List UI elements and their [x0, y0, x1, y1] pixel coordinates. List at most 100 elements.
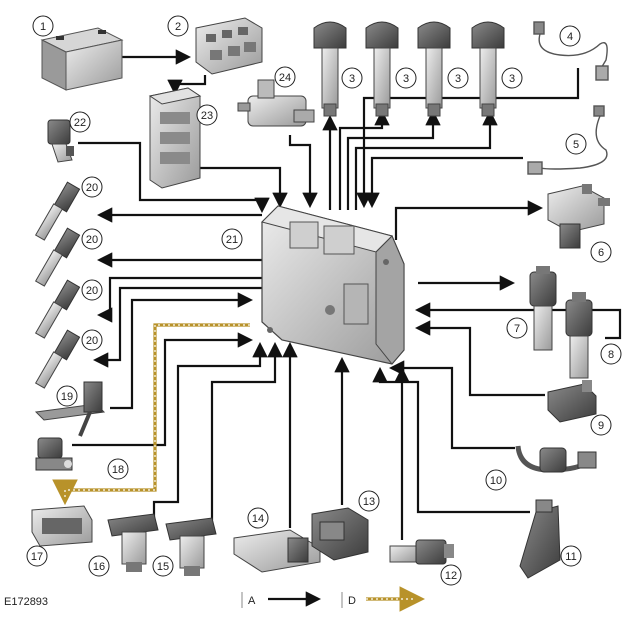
ignition-coil-icon	[313, 21, 505, 117]
callout-circle	[221, 228, 243, 250]
callout-22: 22	[69, 111, 91, 133]
callout-number: 9	[598, 420, 604, 432]
callout-number: 20	[86, 335, 98, 347]
callout-6: 6	[590, 241, 612, 263]
connection-lines	[72, 49, 622, 540]
legend: A D	[241, 586, 426, 612]
callout-circle	[56, 385, 78, 407]
accelerator-pedal-icon	[34, 381, 106, 437]
callout-circle	[341, 67, 363, 89]
callout-5: 5	[565, 133, 587, 155]
callout-3: 3	[395, 67, 417, 89]
callout-number: 3	[349, 73, 355, 85]
oxygen-sensor-icon	[527, 105, 608, 175]
callout-number: 11	[565, 551, 576, 563]
diagnostic-connector-icon	[31, 505, 93, 547]
callout-circle	[501, 67, 523, 89]
callout-number: 22	[74, 117, 86, 129]
callout-11: 11	[560, 545, 582, 567]
callout-circle	[506, 317, 528, 339]
callout-number: 24	[279, 72, 291, 84]
callout-12: 12	[440, 564, 462, 586]
callout-number: 14	[252, 513, 264, 525]
callout-2: 2	[167, 15, 189, 37]
crankshaft-sensor-icon	[35, 437, 73, 471]
control-module-icon	[148, 87, 202, 189]
camshaft-sensor-icon	[165, 517, 217, 576]
oxygen-sensor-icon	[533, 21, 609, 81]
callout-circle	[152, 555, 174, 577]
solenoid-valve-icon	[565, 292, 593, 379]
callout-number: 18	[112, 464, 124, 476]
callout-circle	[559, 25, 581, 47]
callout-7: 7	[506, 317, 528, 339]
callout-number: 5	[573, 139, 579, 151]
coolant-sensor-icon	[389, 539, 454, 565]
callout-1: 1	[32, 15, 54, 37]
callout-8: 8	[600, 343, 622, 365]
callout-24: 24	[274, 66, 296, 88]
callout-circle	[26, 545, 48, 567]
callout-circle	[358, 490, 380, 512]
callout-circle	[81, 176, 103, 198]
callout-16: 16	[88, 555, 110, 577]
pressure-sensor-icon	[547, 380, 597, 423]
callout-number: 10	[490, 475, 502, 487]
knock-sensor-icon	[515, 445, 597, 473]
callout-circle	[88, 555, 110, 577]
callout-circle	[107, 458, 129, 480]
callout-23: 23	[196, 104, 218, 126]
callout-circle	[69, 111, 91, 133]
map-sensor-icon	[311, 507, 369, 561]
callout-circle	[440, 564, 462, 586]
callout-21: 21	[221, 228, 243, 250]
callout-circle	[81, 279, 103, 301]
callout-number: 8	[608, 349, 614, 361]
maf-sensor-icon	[233, 529, 321, 573]
callout-circle	[485, 469, 507, 491]
callout-13: 13	[358, 490, 380, 512]
fuel-injector-icon	[34, 181, 81, 389]
callout-number: 23	[201, 110, 213, 122]
callout-number: 20	[86, 234, 98, 246]
callout-circle	[395, 67, 417, 89]
callout-number: 7	[514, 323, 520, 335]
solenoid-valve-icon	[529, 266, 557, 351]
callout-circle	[196, 104, 218, 126]
callout-circle	[600, 343, 622, 365]
callout-19: 19	[56, 385, 78, 407]
callout-number: 6	[598, 247, 604, 259]
callout-number: 3	[403, 73, 409, 85]
callout-4: 4	[559, 25, 581, 47]
callout-number: 16	[93, 561, 105, 573]
callout-18: 18	[107, 458, 129, 480]
callout-10: 10	[485, 469, 507, 491]
callout-number: 17	[31, 551, 43, 563]
temperature-sensor-icon	[47, 119, 74, 163]
purge-valve-icon	[547, 184, 610, 249]
callout-3: 3	[341, 67, 363, 89]
legend-d-label: D	[348, 595, 356, 607]
callout-3: 3	[501, 67, 523, 89]
callout-circle	[274, 66, 296, 88]
diagnostic-line	[52, 323, 250, 506]
callout-14: 14	[247, 507, 269, 529]
fuse-box-icon	[195, 17, 263, 75]
callout-number: 20	[86, 285, 98, 297]
callout-20: 20	[81, 279, 103, 301]
callout-15: 15	[152, 555, 174, 577]
temperature-sensor-icon	[519, 499, 561, 579]
callout-circle	[565, 133, 587, 155]
callout-9: 9	[590, 414, 612, 436]
callout-number: 1	[40, 21, 46, 33]
callout-circle	[81, 228, 103, 250]
callout-circle	[560, 545, 582, 567]
battery-icon	[40, 27, 124, 91]
callout-3: 3	[447, 67, 469, 89]
callout-20: 20	[81, 329, 103, 351]
callout-number: 15	[157, 561, 169, 573]
callout-number: 2	[175, 21, 181, 33]
